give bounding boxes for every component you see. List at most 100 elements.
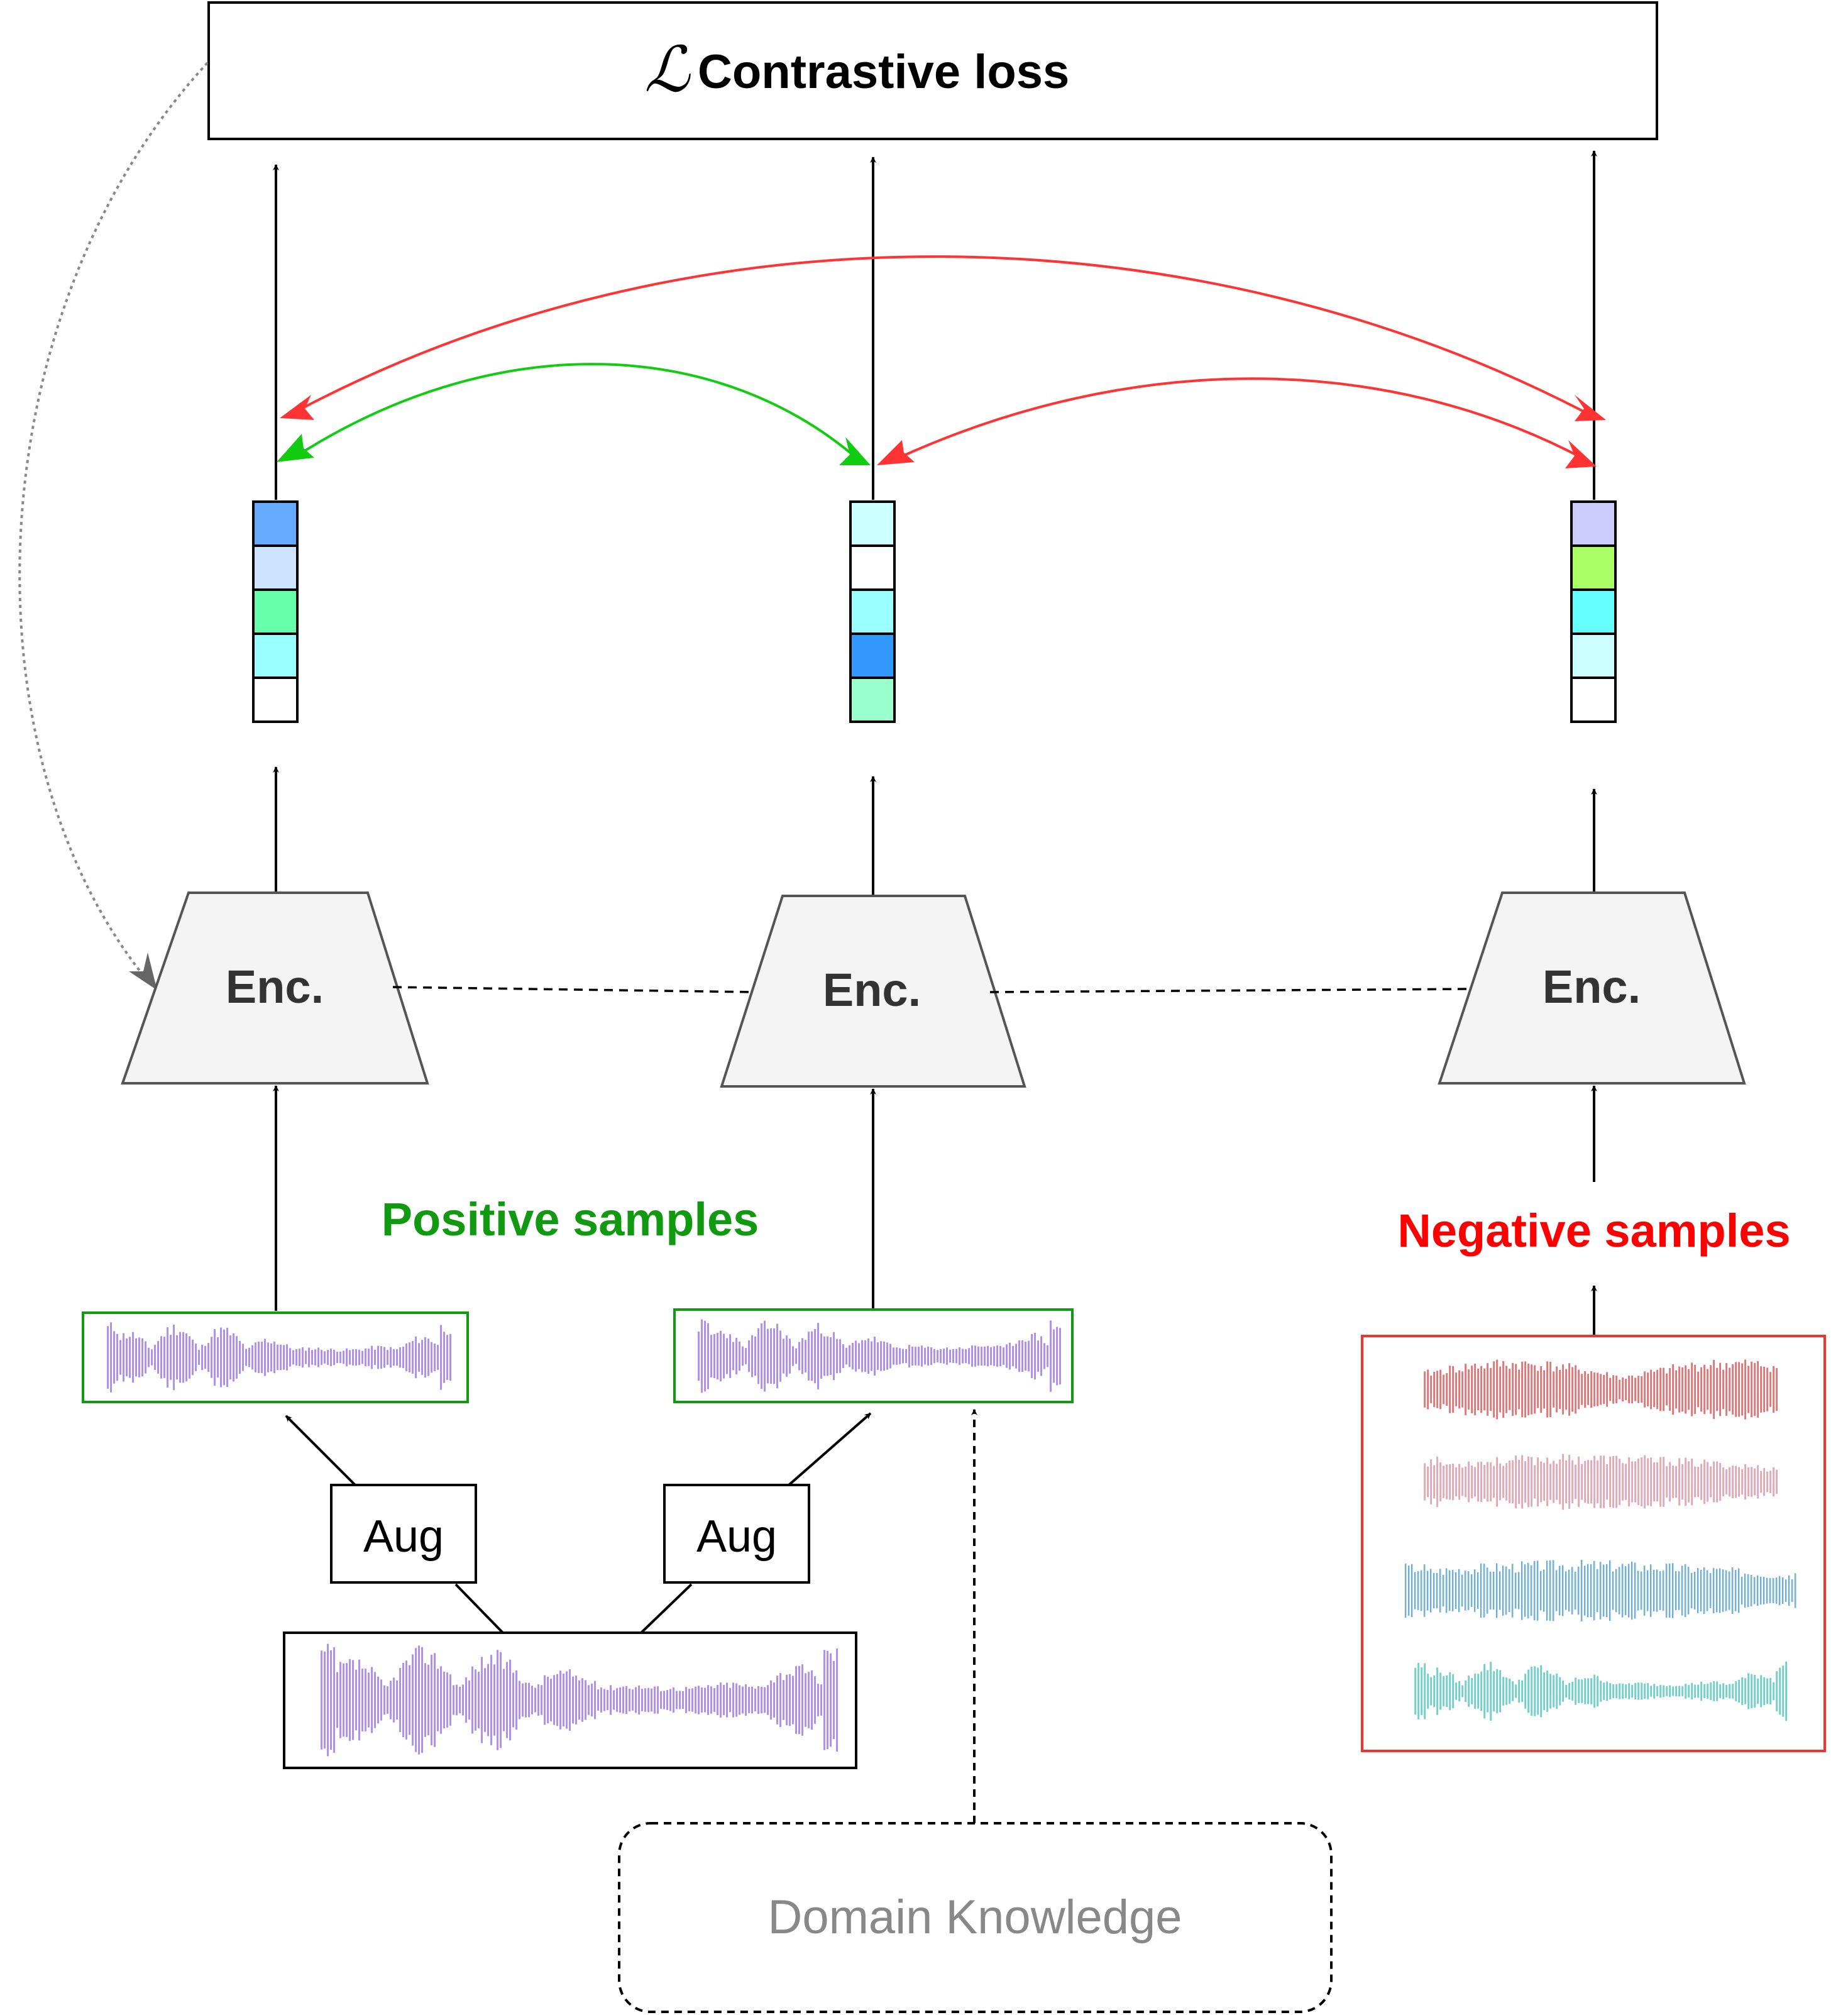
waveform-bar bbox=[1590, 1564, 1592, 1618]
waveform-bar bbox=[943, 1349, 945, 1364]
waveform-bar bbox=[1694, 1364, 1696, 1415]
waveform-bar bbox=[1747, 1467, 1749, 1497]
waveform-bar bbox=[1615, 1569, 1617, 1613]
waveform-bar bbox=[1603, 1564, 1605, 1617]
waveform-bar bbox=[1650, 1457, 1652, 1506]
waveform-bar bbox=[1707, 1369, 1708, 1410]
waveform-bar bbox=[1430, 1459, 1432, 1504]
waveform-bar bbox=[286, 1344, 288, 1371]
waveform-bar bbox=[393, 1349, 395, 1366]
waveform-bar bbox=[1449, 1672, 1451, 1711]
waveform-bar bbox=[1776, 1577, 1778, 1604]
waveform-bar bbox=[1653, 1371, 1655, 1408]
waveform-bar bbox=[280, 1344, 282, 1371]
waveform-bar bbox=[1424, 1371, 1426, 1408]
waveform-bar bbox=[352, 1349, 354, 1366]
waveform-bar bbox=[1449, 1570, 1451, 1611]
waveform-bar bbox=[1688, 1461, 1690, 1503]
waveform-bar bbox=[1681, 1686, 1683, 1696]
waveform-bar bbox=[471, 1666, 473, 1734]
waveform-bar bbox=[449, 1333, 451, 1381]
embedding-cell bbox=[849, 544, 896, 591]
waveform-bar bbox=[830, 1337, 832, 1375]
waveform-bar bbox=[1729, 1684, 1730, 1699]
waveform-bar bbox=[1641, 1376, 1642, 1403]
waveform-bar bbox=[377, 1345, 379, 1369]
waveform-bar bbox=[1757, 1678, 1759, 1704]
waveform-bar bbox=[1666, 1373, 1668, 1406]
waveform-bar bbox=[864, 1340, 866, 1372]
waveform-bar bbox=[748, 1340, 750, 1372]
waveform-bar bbox=[1439, 1369, 1441, 1410]
waveform-bar bbox=[896, 1347, 898, 1365]
waveform-bar bbox=[971, 1345, 973, 1367]
waveform-bar bbox=[1751, 1361, 1752, 1418]
waveform-bar bbox=[1509, 1569, 1510, 1613]
waveform-bar bbox=[1568, 1455, 1570, 1509]
waveform-bar bbox=[795, 1348, 797, 1364]
waveform-bar bbox=[1732, 1466, 1734, 1498]
waveform-bar bbox=[1672, 1364, 1674, 1415]
waveform-bar bbox=[415, 1648, 417, 1752]
waveform-bar bbox=[1597, 1460, 1598, 1504]
waveform-bar bbox=[380, 1679, 382, 1721]
waveform-bar bbox=[490, 1655, 492, 1745]
waveform-bar bbox=[1625, 1684, 1627, 1698]
waveform-bar bbox=[145, 1341, 146, 1374]
waveform-bar bbox=[321, 1650, 322, 1750]
waveform-bar bbox=[1474, 1363, 1476, 1416]
waveform-bar bbox=[1584, 1371, 1586, 1408]
waveform-bar bbox=[1455, 1682, 1457, 1700]
waveform-bar bbox=[1685, 1684, 1686, 1699]
waveform-bar bbox=[525, 1682, 527, 1718]
waveform-bar bbox=[1568, 1363, 1570, 1416]
waveform-bar bbox=[1427, 1674, 1429, 1709]
waveform-bar bbox=[1527, 1562, 1529, 1619]
waveform-bar bbox=[1773, 1467, 1774, 1497]
waveform-bar bbox=[1644, 1371, 1646, 1408]
waveform-bar bbox=[497, 1650, 498, 1750]
waveform-bar bbox=[1741, 1363, 1743, 1416]
waveform-bar bbox=[792, 1675, 794, 1725]
waveform-bar bbox=[1751, 1574, 1752, 1607]
waveform-bar bbox=[556, 1674, 558, 1726]
waveform-bar bbox=[1433, 1572, 1435, 1609]
waveform-bar bbox=[1631, 1375, 1633, 1404]
waveform-bar bbox=[1581, 1374, 1583, 1405]
waveform-bar bbox=[726, 1682, 728, 1718]
waveform-bar bbox=[959, 1347, 960, 1365]
waveform-bar bbox=[355, 1349, 357, 1366]
waveform-bar bbox=[742, 1346, 744, 1366]
waveform-bar bbox=[346, 1348, 348, 1367]
waveform-bar bbox=[911, 1346, 913, 1366]
waveform-bar bbox=[566, 1671, 568, 1729]
waveform-bar bbox=[1546, 1361, 1548, 1418]
waveform-bar bbox=[1659, 1684, 1661, 1698]
waveform-bar bbox=[390, 1347, 392, 1368]
waveform-bar bbox=[1461, 1574, 1463, 1607]
waveform-bar bbox=[1502, 1565, 1504, 1616]
waveform-bar bbox=[365, 1348, 366, 1367]
waveform-bar bbox=[1672, 1466, 1674, 1498]
embedding-cell bbox=[1570, 632, 1617, 679]
waveform-bar bbox=[1619, 1567, 1620, 1615]
waveform-bar bbox=[830, 1653, 832, 1747]
waveform-bar bbox=[138, 1337, 140, 1377]
waveform-bar bbox=[1518, 1369, 1520, 1410]
waveform-bar bbox=[1587, 1460, 1589, 1504]
waveform-bar bbox=[1056, 1327, 1058, 1386]
waveform-bar bbox=[949, 1349, 951, 1363]
waveform-bar bbox=[1691, 1362, 1693, 1416]
waveform-bar bbox=[1527, 1364, 1529, 1415]
waveform-bar bbox=[1732, 1567, 1734, 1615]
waveform-bar bbox=[1562, 1681, 1564, 1702]
waveform-bar bbox=[1663, 1457, 1664, 1507]
waveform-bar bbox=[1021, 1340, 1023, 1372]
waveform-bar bbox=[1540, 1461, 1542, 1503]
aug-1-label: Aug bbox=[363, 1511, 444, 1562]
waveform-bar bbox=[927, 1346, 929, 1366]
waveform-bar bbox=[811, 1331, 813, 1381]
waveform-bar bbox=[1537, 1667, 1539, 1715]
waveform-bar bbox=[233, 1333, 234, 1382]
